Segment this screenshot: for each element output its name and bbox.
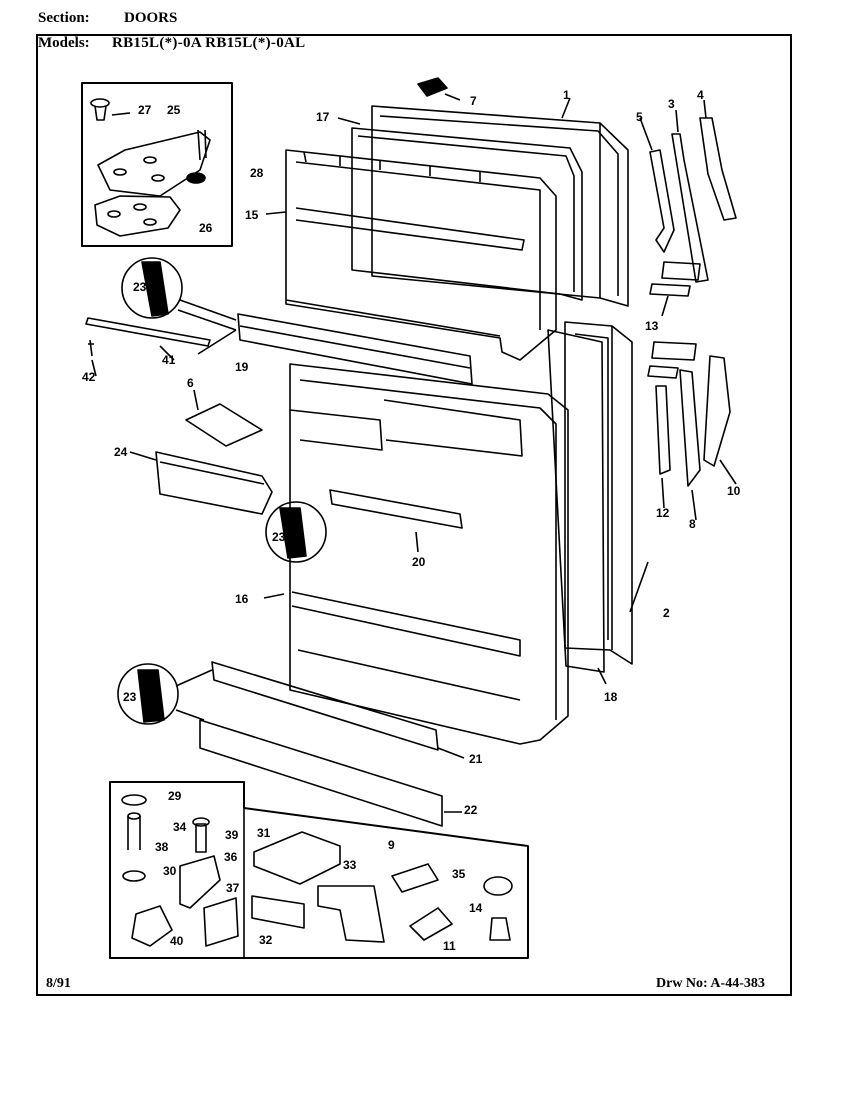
section-value: DOORS: [124, 10, 178, 26]
label-part-39: 39: [225, 828, 239, 842]
label-part-1: 1: [563, 88, 570, 102]
label-part-13: 13: [645, 319, 659, 333]
part-20-shelf: [329, 489, 463, 529]
label-part-7: 7: [470, 94, 477, 108]
label-part-35: 35: [452, 867, 466, 881]
label-part-17: 17: [316, 110, 330, 124]
label-part-23-top: 23: [133, 280, 147, 294]
label-part-33: 33: [343, 858, 357, 872]
label-part-6: 6: [187, 376, 194, 390]
part-14-plug: [489, 917, 511, 941]
models-label: Models:: [38, 35, 90, 51]
footer-drawing-number: Drw No: A-44-383: [656, 976, 765, 991]
models-value: RB15L(*)-0A RB15L(*)-0AL: [112, 35, 306, 51]
label-part-3: 3: [668, 97, 675, 111]
part-6-cover: [185, 403, 263, 447]
part-11-clip: [409, 907, 453, 941]
part-22-rail: [199, 719, 443, 827]
label-part-12: 12: [656, 506, 670, 520]
label-part-14: 14: [469, 901, 483, 915]
label-part-26: 26: [199, 221, 213, 235]
label-part-24: 24: [114, 445, 128, 459]
part-28-washer: [186, 172, 206, 184]
part-26-shim: [94, 195, 181, 237]
part-39-washer: [192, 817, 210, 827]
part-8-hinge: [679, 369, 701, 487]
part-24-bin: [155, 451, 273, 515]
label-part-25: 25: [167, 103, 181, 117]
part-34-bushing: [127, 816, 141, 850]
inset-box-top-hinge: [81, 82, 233, 247]
label-part-2: 2: [663, 606, 670, 620]
label-part-21: 21: [469, 752, 483, 766]
part-32-plate: [251, 895, 305, 929]
label-part-23-middle: 23: [272, 530, 286, 544]
label-part-31: 31: [257, 826, 271, 840]
label-part-15: 15: [245, 208, 259, 222]
part-9-clip: [391, 863, 439, 893]
part-15-freezer-liner: [285, 149, 557, 361]
label-part-9: 9: [388, 838, 395, 852]
label-part-37: 37: [226, 881, 240, 895]
callout-23-top: [121, 257, 237, 331]
part-16-fresh-food-liner: [289, 363, 569, 745]
part-38-screw: [195, 823, 207, 853]
part-18-gasket: [547, 329, 605, 673]
part-19-rail: [237, 313, 473, 385]
label-part-28: 28: [250, 166, 264, 180]
section-label: Section:: [38, 10, 90, 26]
part-7-label: [417, 77, 448, 97]
part-3-hinge: [671, 133, 709, 283]
part-41-bar: [85, 317, 211, 347]
label-part-22: 22: [464, 803, 478, 817]
label-part-34: 34: [173, 820, 187, 834]
label-part-10: 10: [727, 484, 741, 498]
part-1-freezer-door: [371, 105, 629, 307]
part-10-hinge-cover: [703, 355, 731, 467]
part-33-bracket: [317, 885, 385, 943]
label-part-23-bottom: 23: [123, 690, 137, 704]
inset-box-bottom: [109, 781, 529, 959]
label-part-42: 42: [82, 370, 96, 384]
label-part-36: 36: [224, 850, 238, 864]
label-part-8: 8: [689, 517, 696, 531]
part-13-upper-bracket: [661, 261, 701, 281]
part-2-fresh-food-door: [564, 321, 633, 665]
part-21-rail: [211, 661, 439, 751]
label-part-11: 11: [443, 939, 456, 953]
part-5-strip: [649, 149, 675, 253]
label-part-30: 30: [163, 864, 177, 878]
label-part-16: 16: [235, 592, 249, 606]
part-29-washer: [121, 794, 147, 806]
footer-date: 8/91: [46, 976, 71, 991]
label-part-19: 19: [235, 360, 249, 374]
part-4-hinge-cover: [699, 117, 737, 221]
part-35-knob: [483, 876, 513, 896]
label-part-29: 29: [168, 789, 182, 803]
label-part-4: 4: [697, 88, 704, 102]
label-part-40: 40: [170, 934, 184, 948]
diagram-frame: [36, 34, 792, 996]
part-27-screw: [90, 98, 110, 121]
label-part-27: 27: [138, 103, 152, 117]
label-part-32: 32: [259, 933, 273, 947]
callout-23-bottom: [117, 663, 213, 725]
part-17-gasket: [351, 127, 583, 301]
part-30-washer: [122, 870, 146, 882]
label-part-5: 5: [636, 110, 643, 124]
callout-23-middle: [265, 501, 327, 563]
label-part-38: 38: [155, 840, 169, 854]
label-part-18: 18: [604, 690, 618, 704]
part-36-bracket: [179, 855, 221, 909]
part-25-hinge-plate: [97, 131, 211, 197]
part-12-strip: [655, 385, 671, 475]
part-31-bracket: [253, 831, 341, 885]
label-part-41: 41: [162, 353, 176, 367]
part-40-plate: [131, 905, 173, 947]
part-42-screw: [88, 339, 94, 357]
label-part-20: 20: [412, 555, 426, 569]
part-37-bracket: [203, 897, 239, 947]
part-13-lower-bracket: [651, 341, 697, 361]
